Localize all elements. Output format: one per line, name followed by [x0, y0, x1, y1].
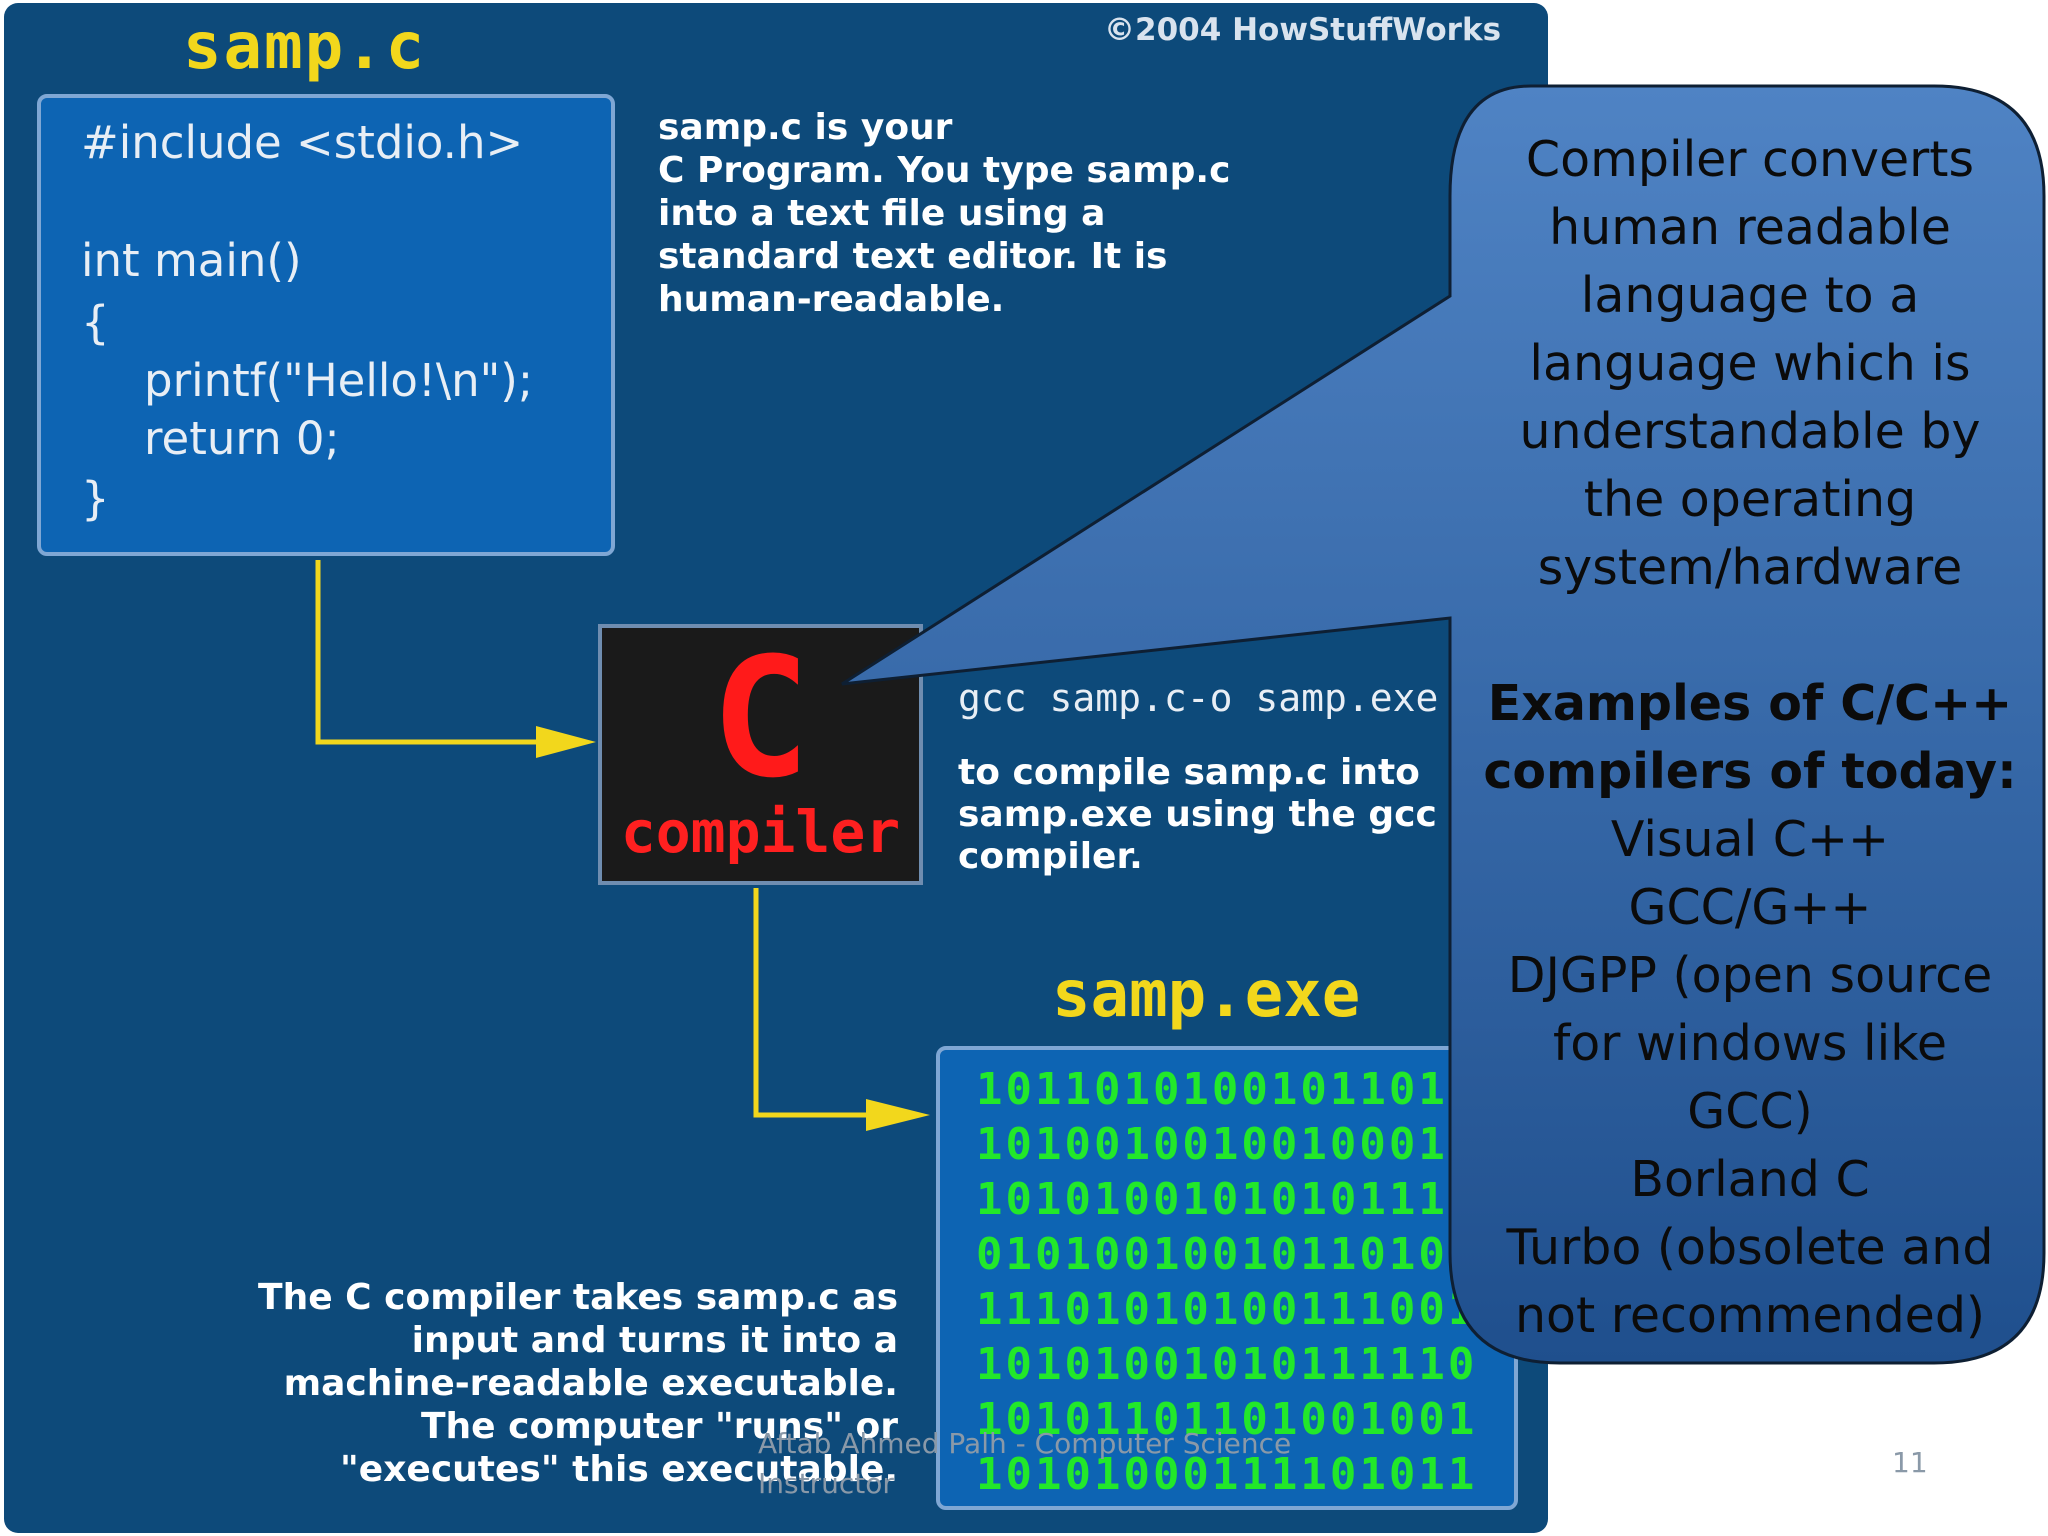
compiler-example: Borland C: [1630, 1151, 1870, 1208]
compiler-note-line: "executes" this executable.: [340, 1449, 898, 1490]
arrow-compiler-to-exe: [753, 888, 880, 1118]
compiler-note-line: The C compiler takes samp.c as: [258, 1277, 898, 1318]
code-line-printf: printf("Hello!\n");: [144, 354, 534, 407]
code-line-return: return 0;: [144, 412, 340, 465]
command-description-line: samp.exe using the gcc: [958, 794, 1437, 835]
compiler-example: Visual C++: [1610, 811, 1890, 868]
callout-intro-line: language to a: [1580, 267, 1920, 324]
callout-spacer: [1470, 602, 2030, 670]
compiler-example: not recommended): [1514, 1287, 1986, 1344]
binary-line: 10101001010101111: [976, 1174, 1478, 1225]
code-line-include: #include <stdio.h>: [81, 116, 524, 169]
compiler-example: DJGPP (open source: [1507, 947, 1993, 1004]
compiler-note: The C compiler takes samp.c as input and…: [150, 1276, 898, 1491]
callout-intro-line: Compiler converts: [1525, 131, 1975, 188]
code-line-open-brace: {: [81, 296, 110, 349]
callout-intro-line: language which is: [1529, 335, 1971, 392]
binary-line: 11101010100111001: [976, 1284, 1478, 1335]
code-line-close-brace: }: [81, 472, 110, 525]
command-description-line: to compile samp.c into: [958, 752, 1420, 793]
source-description-line: C Program. You type samp.c: [658, 150, 1231, 191]
arrowhead-compiler-icon: [536, 726, 596, 758]
binary-line: 10101001010111110: [976, 1339, 1478, 1390]
source-description-line: standard text editor. It is: [658, 236, 1168, 277]
source-description-line: into a text file using a: [658, 193, 1106, 234]
copyright-notice: ©2004 HowStuffWorks: [1104, 12, 1502, 48]
code-line-main: int main(): [81, 234, 302, 287]
source-code-box: #include <stdio.h> int main() { printf("…: [37, 94, 615, 556]
command-description: to compile samp.c into samp.exe using th…: [958, 752, 1437, 878]
callout-intro-line: understandable by: [1519, 403, 1981, 460]
binary-line: 10100100100100011: [976, 1119, 1478, 1170]
binary-line: 10101101101001001: [976, 1394, 1478, 1445]
source-description-line: samp.c is your: [658, 107, 953, 148]
compiler-note-line: The computer "runs" or: [421, 1406, 898, 1447]
compiler-note-line: input and turns it into a: [411, 1320, 898, 1361]
compiler-example: Turbo (obsolete and: [1506, 1219, 1994, 1276]
binary-line: 01010010010110101: [976, 1229, 1478, 1280]
command-description-line: compiler.: [958, 836, 1143, 877]
page-number: 11: [1892, 1446, 1928, 1479]
source-description: samp.c is your C Program. You type samp.…: [658, 106, 1230, 321]
examples-heading-line: compilers of today:: [1483, 743, 2017, 800]
output-file-title: samp.exe: [1052, 958, 1361, 1032]
compiler-example: GCC): [1687, 1083, 1813, 1140]
source-description-line: human-readable.: [658, 279, 1005, 320]
compiler-example: for windows like: [1553, 1015, 1947, 1072]
compiler-letter: C: [710, 622, 811, 814]
callout-text: Compiler converts human readable languag…: [1470, 126, 2030, 1350]
callout-intro-line: human readable: [1549, 199, 1951, 256]
callout-shape: [841, 84, 2046, 1365]
binary-output-box: 10110101001011011 10100100100100011 1010…: [936, 1046, 1518, 1510]
compiler-example: GCC/G++: [1628, 879, 1872, 936]
compiler-label: compiler: [620, 798, 901, 866]
examples-heading-line: Examples of C/C++: [1487, 675, 2013, 732]
callout-intro-line: the operating: [1583, 471, 1917, 528]
footer-author: Aftab Ahmed Palh - Computer Science Inst…: [758, 1427, 1292, 1500]
arrow-source-to-compiler: [315, 560, 550, 745]
source-file-title: samp.c: [183, 10, 427, 84]
binary-line: 10110101001011011: [976, 1064, 1478, 1115]
arrowhead-exe-icon: [866, 1099, 930, 1131]
compiler-note-line: machine-readable executable.: [283, 1363, 898, 1404]
gcc-command: gcc samp.c-o samp.exe: [958, 676, 1439, 720]
binary-line: 10101000111101011: [976, 1449, 1478, 1500]
callout-intro-line: system/hardware: [1537, 539, 1963, 596]
